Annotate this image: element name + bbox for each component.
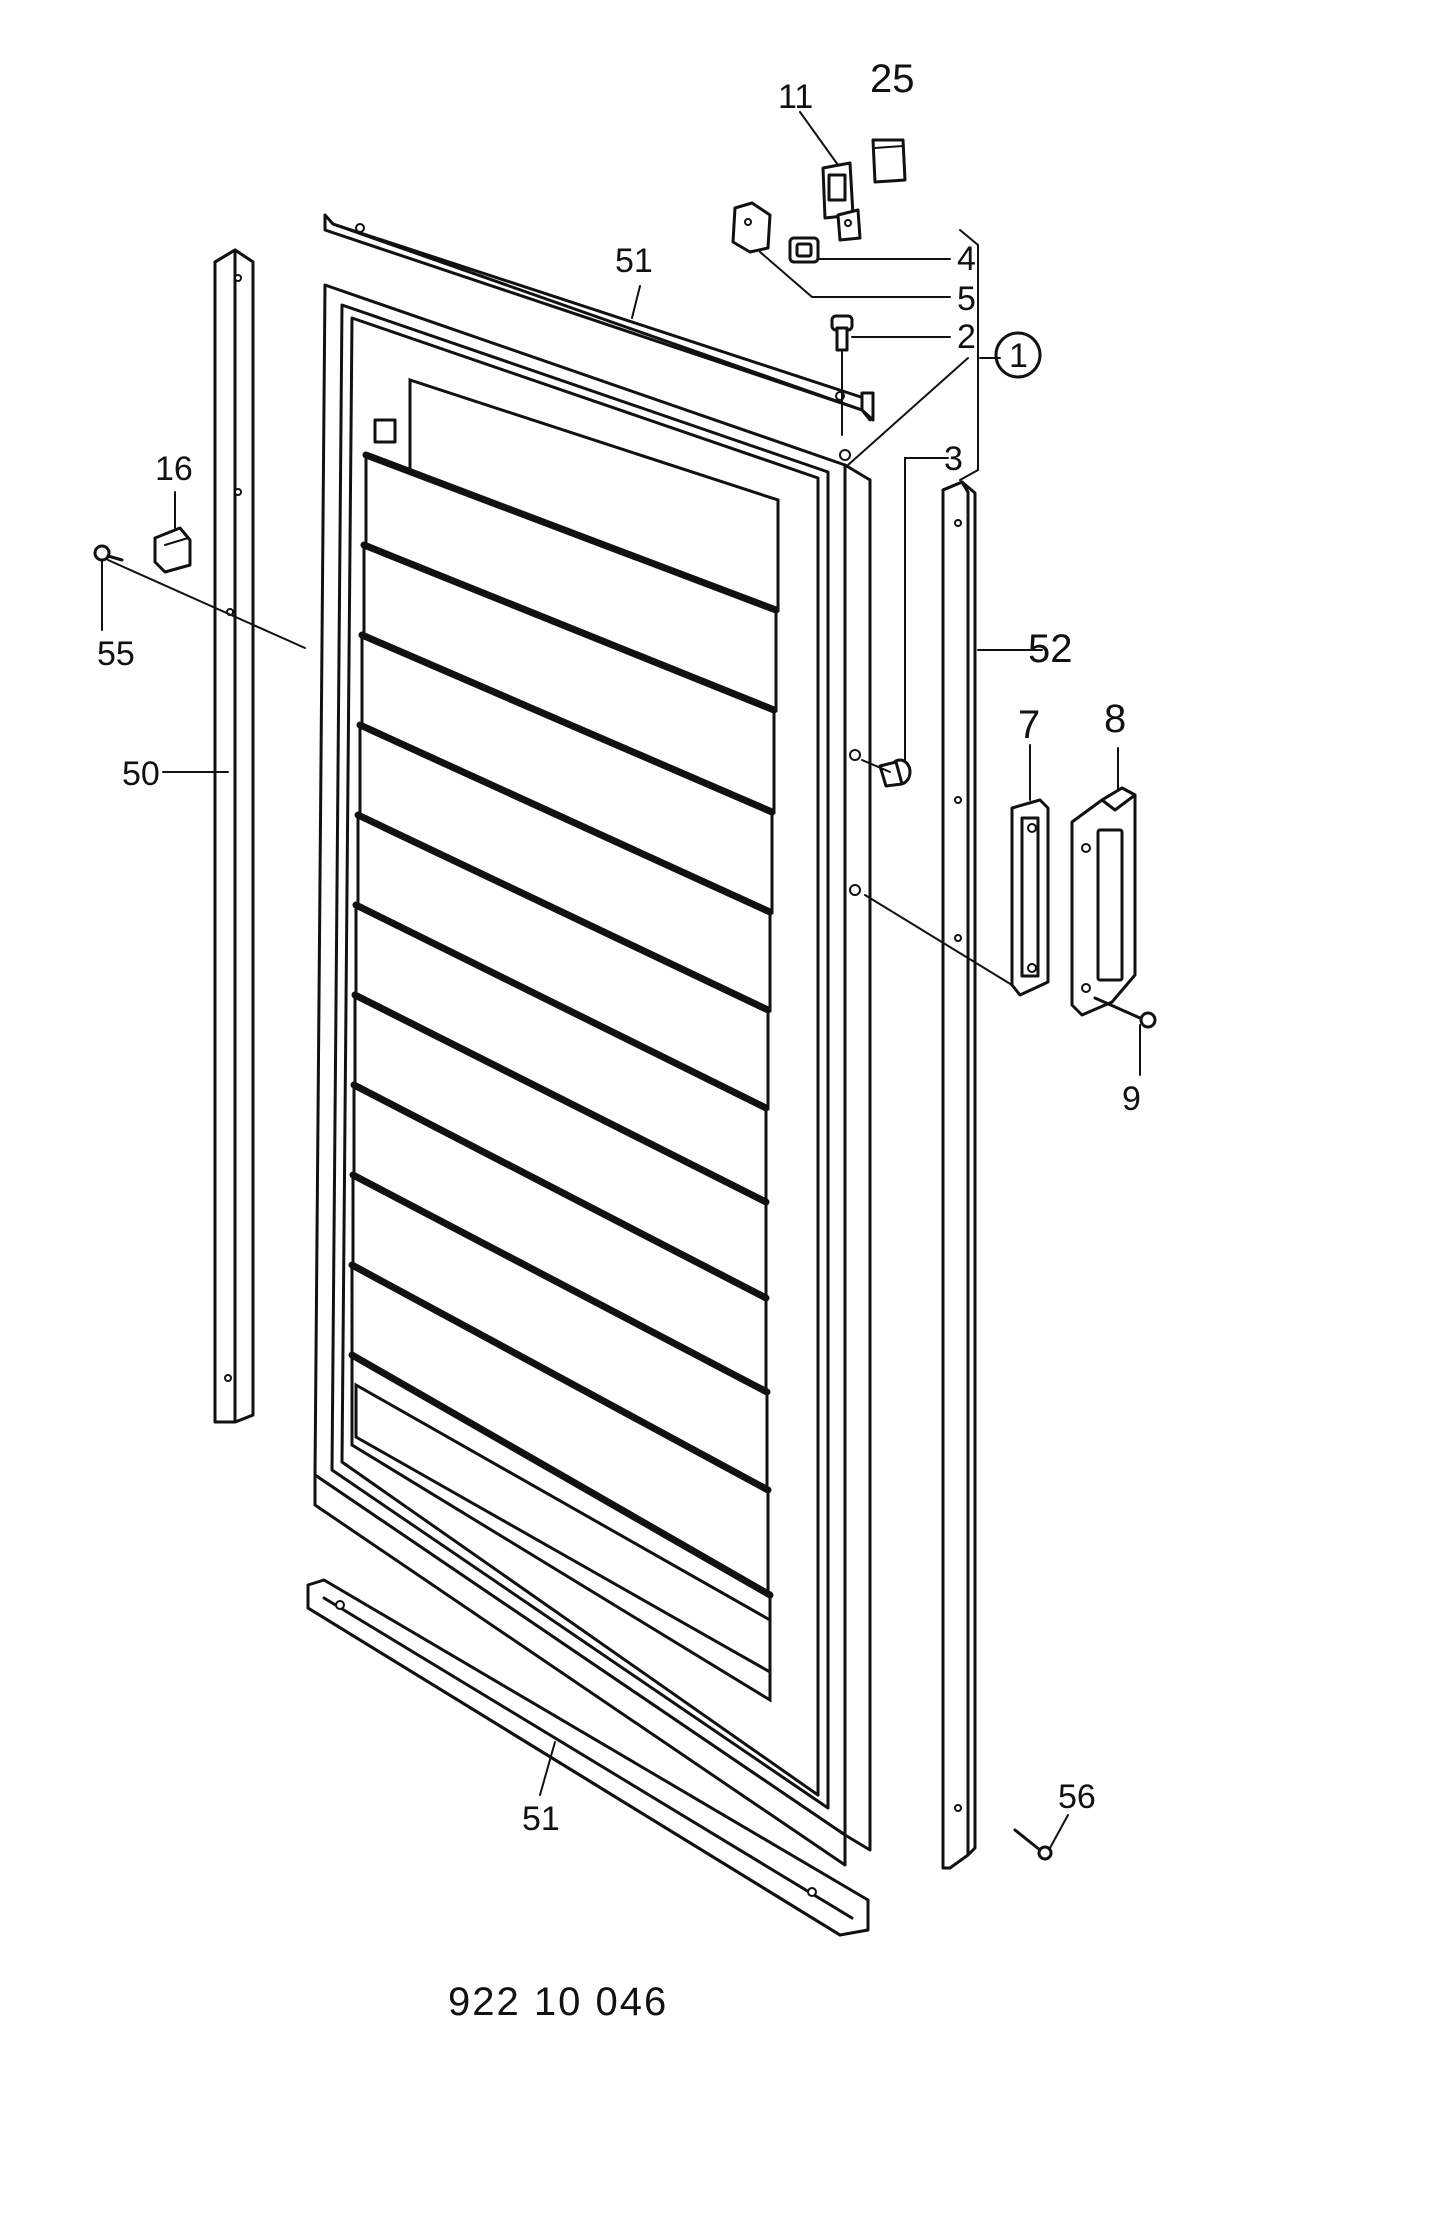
callout-51-top: 51 bbox=[615, 242, 653, 280]
leader-lines bbox=[101, 111, 1141, 1849]
part-3-plug bbox=[878, 758, 912, 788]
callout-51-bottom: 51 bbox=[522, 1800, 560, 1838]
callout-25: 25 bbox=[870, 57, 915, 101]
part-5-bracket bbox=[731, 201, 772, 254]
door-side-holes bbox=[839, 449, 861, 896]
right-side-rail bbox=[941, 480, 977, 1870]
part-11-hinge bbox=[821, 161, 862, 242]
callout-labels: 25 11 51 4 5 2 1 3 16 55 52 50 7 8 9 56 … bbox=[97, 57, 1141, 1838]
part-2-hinge-pin bbox=[830, 314, 854, 352]
part-25-cap bbox=[871, 138, 907, 184]
callout-5: 5 bbox=[957, 280, 976, 318]
callout-11: 11 bbox=[778, 78, 813, 116]
callout-1: 1 bbox=[1009, 337, 1028, 375]
drawing-number: 922 10 046 bbox=[448, 1980, 668, 2024]
callout-9: 9 bbox=[1122, 1080, 1141, 1118]
callout-7: 7 bbox=[1018, 703, 1040, 747]
part-4-bushing bbox=[788, 236, 820, 264]
small-square-icon bbox=[373, 418, 397, 444]
part-7-handle-plate bbox=[1010, 798, 1050, 997]
callout-3: 3 bbox=[944, 440, 963, 478]
handle-assembly-parts bbox=[1010, 786, 1157, 1029]
callout-2: 2 bbox=[957, 318, 976, 356]
part-8-door-handle bbox=[1070, 786, 1137, 1017]
bottom-trim-strip bbox=[306, 1578, 870, 1937]
left-side-rail bbox=[213, 248, 255, 1424]
door-shelves bbox=[348, 451, 780, 1703]
part-55-screw bbox=[93, 544, 124, 562]
part-16-cap bbox=[153, 526, 192, 574]
part-56-screw bbox=[1013, 1828, 1053, 1861]
callout-1-circle bbox=[994, 331, 1042, 379]
part-9-screw bbox=[1093, 996, 1157, 1029]
hinge-assembly-parts bbox=[731, 138, 912, 788]
callout-16: 16 bbox=[155, 450, 193, 488]
callout-52: 52 bbox=[1028, 627, 1073, 671]
callout-55: 55 bbox=[97, 635, 135, 673]
callout-4: 4 bbox=[957, 240, 976, 278]
callout-50: 50 bbox=[122, 755, 160, 793]
callout-56: 56 bbox=[1058, 1778, 1096, 1816]
top-trim-strip bbox=[323, 213, 875, 422]
callout-8: 8 bbox=[1104, 697, 1126, 741]
